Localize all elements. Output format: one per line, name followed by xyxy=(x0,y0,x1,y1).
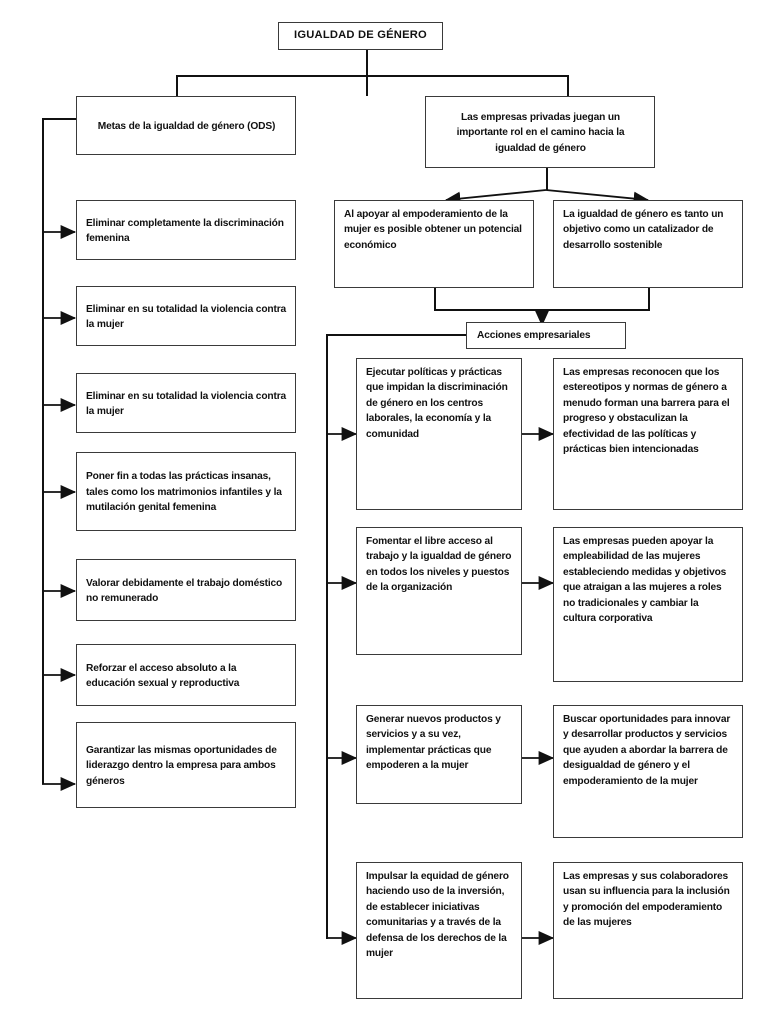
ods-goal-3-label: Eliminar en su totalidad la violencia co… xyxy=(86,390,287,417)
actions-header-label: Acciones empresariales xyxy=(477,329,591,341)
connector-actions-spine xyxy=(326,334,328,939)
action-4-left[interactable]: Impulsar la equidad de género haciendo u… xyxy=(356,862,522,999)
branch-metas-ods-label: Metas de la igualdad de género (ODS) xyxy=(97,120,276,132)
rationale-box-2[interactable]: La igualdad de género es tanto un objeti… xyxy=(553,200,743,288)
connector-actions-stem xyxy=(542,309,544,322)
ods-goal-5-label: Valorar debidamente el trabajo doméstico… xyxy=(86,577,283,604)
ods-goal-2-label: Eliminar en su totalidad la violencia co… xyxy=(86,303,287,330)
action-2-right-label: Las empresas pueden apoyar la empleabili… xyxy=(563,536,727,625)
action-3-right[interactable]: Buscar oportunidades para innovar y desa… xyxy=(553,705,743,838)
action-3-left[interactable]: Generar nuevos productos y servicios y a… xyxy=(356,705,522,804)
action-2-left-label: Fomentar el libre acceso al trabajo y la… xyxy=(366,536,512,594)
action-4-left-label: Impulsar la equidad de género haciendo u… xyxy=(366,871,509,960)
action-1-right-label: Las empresas reconocen que los estereoti… xyxy=(563,367,730,456)
action-3-right-label: Buscar oportunidades para innovar y desa… xyxy=(563,714,731,787)
connector-actions-left-feed xyxy=(326,334,466,336)
action-4-right-label: Las empresas y sus colaboradores usan su… xyxy=(563,871,730,929)
root-node-label: IGUALDAD DE GÉNERO xyxy=(294,29,427,42)
rationale-box-1[interactable]: Al apoyar al empoderamiento de la mujer … xyxy=(334,200,534,288)
action-1-left[interactable]: Ejecutar políticas y prácticas que impid… xyxy=(356,358,522,510)
ods-goal-4[interactable]: Poner fin a todas las prácticas insanas,… xyxy=(76,452,296,531)
connector-rationale2-down xyxy=(648,288,650,310)
rationale-box-2-label: La igualdad de género es tanto un objeti… xyxy=(563,209,724,251)
connector-root-to-empresas xyxy=(567,75,569,96)
ods-goal-7-label: Garantizar las mismas oportunidades de l… xyxy=(86,744,277,787)
ods-goal-4-label: Poner fin a todas las prácticas insanas,… xyxy=(86,471,282,514)
action-1-right[interactable]: Las empresas reconocen que los estereoti… xyxy=(553,358,743,510)
action-4-right[interactable]: Las empresas y sus colaboradores usan su… xyxy=(553,862,743,999)
connector-empresas-stem xyxy=(546,168,548,190)
ods-goal-2[interactable]: Eliminar en su totalidad la violencia co… xyxy=(76,286,296,346)
connector-ods-spine xyxy=(42,118,44,784)
connector-ods-spine-top xyxy=(42,118,78,120)
connector-root-to-metas xyxy=(176,75,178,96)
branch-empresas-privadas-label: Las empresas privadas juegan un importan… xyxy=(456,111,625,154)
action-2-left[interactable]: Fomentar el libre acceso al trabajo y la… xyxy=(356,527,522,655)
ods-goal-5[interactable]: Valorar debidamente el trabajo doméstico… xyxy=(76,559,296,621)
root-node-igualdad-de-genero[interactable]: IGUALDAD DE GÉNERO xyxy=(278,22,443,50)
ods-goal-6-label: Reforzar el acceso absoluto a la educaci… xyxy=(86,662,240,689)
ods-goal-1-label: Eliminar completamente la discriminación… xyxy=(86,217,284,244)
connector-rationale1-down xyxy=(434,288,436,310)
action-1-left-label: Ejecutar políticas y prácticas que impid… xyxy=(366,367,508,440)
branch-empresas-privadas[interactable]: Las empresas privadas juegan un importan… xyxy=(425,96,655,168)
action-3-left-label: Generar nuevos productos y servicios y a… xyxy=(366,714,501,772)
connector-root-split xyxy=(176,75,569,77)
ods-goal-7[interactable]: Garantizar las mismas oportunidades de l… xyxy=(76,722,296,808)
rationale-box-1-label: Al apoyar al empoderamiento de la mujer … xyxy=(344,209,522,251)
ods-goal-6[interactable]: Reforzar el acceso absoluto a la educaci… xyxy=(76,644,296,706)
ods-goal-3[interactable]: Eliminar en su totalidad la violencia co… xyxy=(76,373,296,433)
action-2-right[interactable]: Las empresas pueden apoyar la empleabili… xyxy=(553,527,743,682)
ods-goal-1[interactable]: Eliminar completamente la discriminación… xyxy=(76,200,296,260)
connector-root-stem xyxy=(366,50,368,96)
actions-header[interactable]: Acciones empresariales xyxy=(466,322,626,349)
branch-metas-ods[interactable]: Metas de la igualdad de género (ODS) xyxy=(76,96,296,155)
